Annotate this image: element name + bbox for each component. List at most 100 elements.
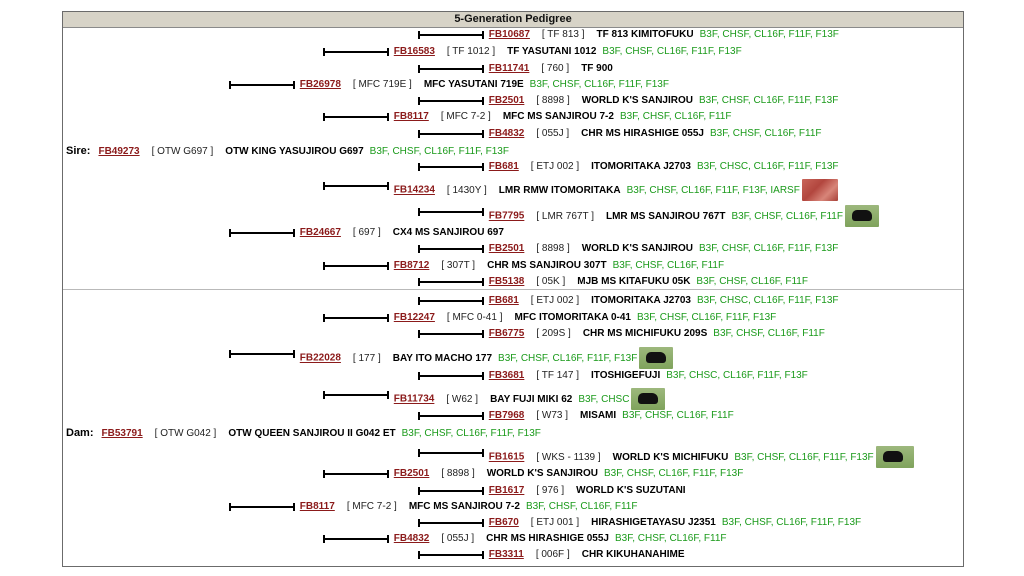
registration-link[interactable]: FB24667 [299,227,341,238]
registration-link[interactable]: FB10687 [488,29,530,40]
tree-connector [323,311,391,325]
genetic-tests: B3F, CHSC [578,393,630,405]
pedigree-row: FB11741[ 760 ]TF 900 [418,62,619,76]
registration-link[interactable]: FB2501 [488,95,525,106]
genetic-tests: B3F, CHSF, CL16F, F11F [731,210,843,222]
animal-name: WORLD K'S SUZUTANI [576,485,686,496]
registration-link[interactable]: FB8712 [393,260,430,271]
registration-link[interactable]: FB5138 [488,276,525,287]
registration-link[interactable]: FB14234 [393,184,435,196]
cattle-photo-thumbnail[interactable] [844,205,879,227]
tattoo-id: [ MFC 0-41 ] [446,312,503,323]
tattoo-id: [ 177 ] [352,352,381,364]
registration-link[interactable]: FB3311 [488,549,524,560]
carcass-photo-thumbnail[interactable] [801,179,838,201]
registration-link[interactable]: FB2501 [488,243,525,254]
tattoo-id: [ 05K ] [536,276,566,287]
animal-name: CHR MS MICHIFUKU 209S [582,328,708,339]
animal-name: OTW KING YASUJIROU G697 [225,146,364,157]
pedigree-row: FB12247 [ MFC 0-41 ] MFC ITOMORITAKA 0-41 B… [323,311,776,325]
sire-dam-divider [63,289,963,290]
tattoo-id: [ 8898 ] [441,468,475,479]
registration-link[interactable]: FB11741 [488,63,530,74]
sire-registration-link[interactable]: FB49273 [98,146,140,157]
panel-title: 5-Generation Pedigree [63,12,963,28]
animal-name: TF YASUTANI 1012 [507,46,597,57]
registration-link[interactable]: FB16583 [393,46,435,57]
cattle-photo-thumbnail[interactable] [631,388,666,410]
animal-name: MFC ITOMORITAKA 0-41 [514,312,631,323]
sire-label: Sire: [66,145,91,157]
tattoo-id: [ TF 1012 ] [446,46,496,57]
registration-link[interactable]: FB26978 [299,79,341,90]
animal-name: CHR MS HIRASHIGE 055J [581,128,704,139]
registration-link[interactable]: FB2501 [393,468,430,479]
registration-link[interactable]: FB1615 [488,451,525,463]
tattoo-id: [ 006F ] [535,549,570,560]
cattle-photo-thumbnail[interactable] [875,446,914,468]
animal-name: LMR RMW ITOMORITAKA [498,184,621,196]
tattoo-id: [ 055J ] [441,533,475,544]
registration-link[interactable]: FB7968 [488,410,525,421]
cattle-photo-thumbnail[interactable] [639,347,674,369]
registration-link[interactable]: FB1617 [488,485,525,496]
dam-registration-link[interactable]: FB53791 [101,428,143,439]
genetic-tests: B3F, CHSF, CL16F, F11F, F13F [699,95,839,106]
registration-link[interactable]: FB22028 [299,352,341,364]
animal-name: ITOSHIGEFUJI [590,370,661,381]
tree-connector [323,110,391,124]
dam-label: Dam: [66,427,94,439]
tree-connector [418,127,486,141]
registration-link[interactable]: FB4832 [393,533,430,544]
animal-name: MJB MS KITAFUKU 05K [577,276,691,287]
sire-row: Sire: FB49273 [ OTW G697 ] OTW KING YASUJIR… [66,144,509,158]
tattoo-id: [ TF 147 ] [536,370,579,381]
tree-connector [418,446,486,460]
genetic-tests: B3F, CHSF, CL16F, F11F, F13F [636,312,777,323]
tattoo-id: [ WKS - 1139 ] [536,451,601,463]
tattoo-id: [ 8898 ] [536,95,570,106]
genetic-tests: B3F, CHSF, CL16F, F11F, F13F [699,29,839,40]
genetic-tests: B3F, CHSF, CL16F, F11F [525,501,638,512]
animal-name: BAY FUJI MIKI 62 [490,393,573,405]
tree-connector [229,226,297,240]
tree-connector [418,275,486,289]
registration-link[interactable]: FB8117 [393,111,429,122]
animal-name: MISAMI [580,410,617,421]
tattoo-id: [ OTW G697 ] [151,146,214,157]
registration-link[interactable]: FB7795 [488,210,525,222]
tattoo-id: [ 209S ] [536,328,571,339]
genetic-tests: B3F, CHSF, CL16F, F11F [619,111,732,122]
registration-link[interactable]: FB681 [488,295,519,306]
tattoo-id: [ 760 ] [541,63,570,74]
registration-link[interactable]: FB8117 [299,501,335,512]
registration-link[interactable]: FB4832 [488,128,525,139]
registration-link[interactable]: FB6775 [488,328,525,339]
animal-name: TF 813 KIMITOFUKU [596,29,694,40]
registration-link[interactable]: FB11734 [393,393,435,405]
pedigree-row: FB24667[ 697 ]CX4 MS SANJIROU 697 [229,226,510,240]
tattoo-id: [ TF 813 ] [541,29,585,40]
tree-connector [323,532,391,546]
registration-link[interactable]: FB670 [488,517,519,528]
tree-connector [418,94,486,108]
registration-link[interactable]: FB12247 [393,312,435,323]
genetic-tests: B3F, CHSF, CL16F, F11F, F13F [401,428,541,439]
pedigree-panel: 5-Generation Pedigree FB10687 [ TF 813 ] T… [62,11,964,567]
animal-name: CX4 MS SANJIROU 697 [392,227,504,238]
registration-link[interactable]: FB3681 [488,370,525,381]
tattoo-id: [ OTW G042 ] [154,428,217,439]
registration-link[interactable]: FB681 [488,161,519,172]
genetic-tests: B3F, CHSC, CL16F, F11F, F13F [697,161,839,172]
animal-name: CHR KIKUHANAHIME [581,549,685,560]
